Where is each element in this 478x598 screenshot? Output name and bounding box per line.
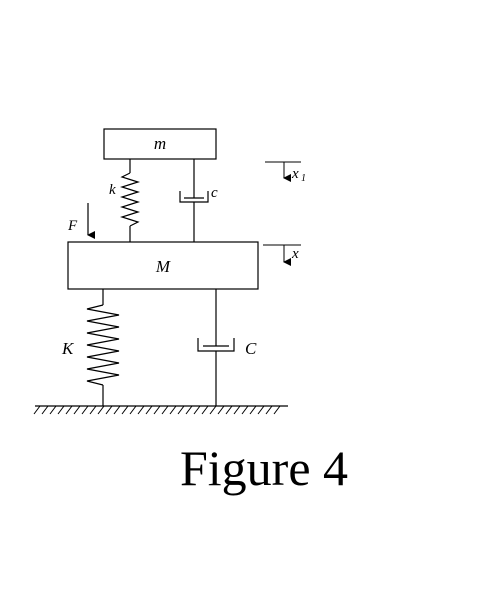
ground-hatch-mark <box>97 405 105 415</box>
ground-hatch-mark <box>225 405 233 415</box>
ground-hatch-mark <box>193 405 201 415</box>
ground-hatch-mark <box>185 405 193 415</box>
ground-hatch-mark <box>209 405 217 415</box>
ground-hatch-mark <box>265 405 273 415</box>
displacement-x-indicator <box>263 244 301 266</box>
ground-hatch-mark <box>217 405 225 415</box>
ground-hatch-mark <box>121 405 129 415</box>
lower-spring-label: K <box>61 339 75 358</box>
lower-damper <box>197 289 235 406</box>
ground-hatch-mark <box>113 405 121 415</box>
force-label: F <box>67 218 78 234</box>
displacement-x-label: x <box>291 246 299 262</box>
small-mass-block <box>103 128 217 160</box>
ground-hatch-mark <box>137 405 145 415</box>
upper-damper <box>179 159 209 242</box>
displacement-x1-subscript: 1 <box>301 173 306 184</box>
ground-hatch-mark <box>73 405 81 415</box>
lower-damper-label: C <box>245 339 257 358</box>
ground-hatch-mark <box>49 405 57 415</box>
lower-spring <box>86 289 120 406</box>
ground-hatch-mark <box>129 405 137 415</box>
ground-hatch-mark <box>233 405 241 415</box>
ground-hatch-mark <box>169 405 177 415</box>
ground-hatch-mark <box>33 405 41 415</box>
upper-spring-label: k <box>109 182 116 198</box>
ground-hatch-mark <box>41 405 49 415</box>
ground-hatch-mark <box>161 405 169 415</box>
ground-hatch-mark <box>273 405 281 415</box>
upper-damper-label: c <box>211 185 218 201</box>
ground-hatch-mark <box>89 405 97 415</box>
ground-hatch-mark <box>105 405 113 415</box>
displacement-x1-indicator <box>265 161 301 182</box>
ground-hatch-mark <box>145 405 153 415</box>
upper-spring <box>119 159 141 242</box>
figure-caption: Figure 4 <box>180 440 348 496</box>
ground-hatch-mark <box>241 405 249 415</box>
ground-hatch-mark <box>81 405 89 415</box>
large-mass-label: M <box>155 257 171 276</box>
ground-hatch-mark <box>177 405 185 415</box>
ground-hatch-mark <box>257 405 265 415</box>
ground-hatch-mark <box>153 405 161 415</box>
ground-hatch-mark <box>57 405 65 415</box>
ground <box>33 405 288 415</box>
ground-hatch-mark <box>201 405 209 415</box>
displacement-x1-label: x <box>291 166 299 182</box>
ground-hatch-mark <box>65 405 73 415</box>
ground-hatch-mark <box>249 405 257 415</box>
large-mass-block <box>67 241 259 290</box>
small-mass-label: m <box>154 134 166 153</box>
